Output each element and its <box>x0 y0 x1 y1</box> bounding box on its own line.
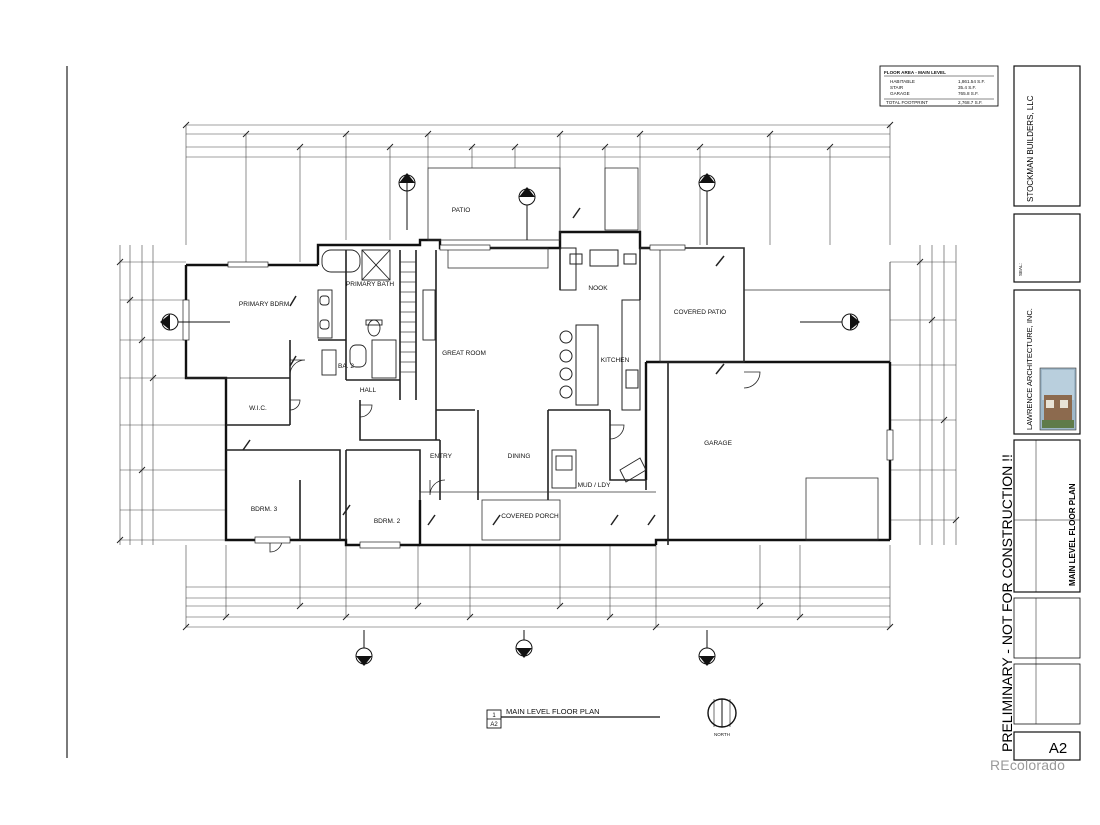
title-block-frames <box>879 65 1081 761</box>
architect-name: LAWRENCE ARCHITECTURE, INC. <box>1025 308 1034 430</box>
room-label-bdrm3: BDRM. 3 <box>251 506 278 513</box>
north-label: NORTH <box>714 732 730 737</box>
interior-walls <box>186 247 745 545</box>
floor-area-total-label: TOTAL FOOTPRINT <box>886 100 928 105</box>
kitchen-casework <box>559 247 641 411</box>
watermark: REcolorado <box>990 757 1066 773</box>
floor-area-row-value: 1,861.54 S.F. <box>958 79 985 84</box>
seal-label: SEAL: <box>1018 263 1023 276</box>
room-label-ba2: BA. 2 <box>338 363 354 370</box>
mud-room-fixtures <box>551 449 647 489</box>
room-label-covered-patio: COVERED PATIO <box>674 309 727 316</box>
builder-name: STOCKMAN BUILDERS, LLC <box>1026 95 1035 202</box>
room-label-garage: GARAGE <box>704 440 732 447</box>
plan-title-marker <box>486 709 660 729</box>
room-label-mud-ldy: MUD / LDY <box>578 482 612 489</box>
room-label-primary-bath: PRIMARY BATH <box>346 281 394 288</box>
floor-area-total-value: 2,768.7 S.F. <box>958 100 983 105</box>
room-label-wic: W.I.C. <box>249 405 267 412</box>
room-label-entry: ENTRY <box>430 453 453 460</box>
exterior-walls <box>184 230 892 547</box>
room-label-great-room: GREAT ROOM <box>442 350 486 357</box>
windows <box>182 244 894 549</box>
floor-area-title: FLOOR AREA - MAIN LEVEL <box>884 70 946 75</box>
north-arrow-icon <box>707 698 737 728</box>
room-label-bdrm2: BDRM. 2 <box>374 518 401 525</box>
room-label-kitchen: KITCHEN <box>601 357 630 364</box>
floor-area-row-value: 765.8 S.F. <box>958 91 979 96</box>
floor-area-row-label: STAIR <box>890 85 904 90</box>
light-outlines <box>419 167 891 541</box>
wall-tags <box>242 207 725 526</box>
room-label-covered-porch: COVERED PORCH <box>501 513 559 520</box>
floor-area-row-label: GARAGE <box>890 91 910 96</box>
section-marker-arrows <box>160 173 860 666</box>
staircase <box>400 261 416 373</box>
plan-title-number: 1 <box>492 713 496 719</box>
door-swings <box>269 359 761 553</box>
floor-area-row-value: 35.4 S.F. <box>958 85 976 90</box>
dimension-lines <box>119 124 957 628</box>
room-label-primary-bdrm: PRIMARY BDRM. <box>239 301 291 308</box>
architect-logo-image <box>1039 367 1077 431</box>
kitchen-island <box>575 324 599 406</box>
sheet-warning: PRELIMINARY - NOT FOR CONSTRUCTION !! <box>999 454 1015 752</box>
sheet-number: A2 <box>1049 740 1067 757</box>
bath-fixtures <box>317 249 436 379</box>
plan-title-sheet: A2 <box>490 722 498 728</box>
room-label-hall: HALL <box>360 387 377 394</box>
bathtub <box>321 249 361 273</box>
room-label-patio: PATIO <box>452 207 471 214</box>
room-label-nook: NOOK <box>588 285 608 292</box>
plan-title-label: MAIN LEVEL FLOOR PLAN <box>506 707 600 716</box>
dimension-ticks <box>116 121 960 631</box>
sheet-title: MAIN LEVEL FLOOR PLAN <box>1068 483 1077 586</box>
room-label-dining: DINING <box>508 453 531 460</box>
floor-area-row-label: HABITABLE <box>890 79 915 84</box>
